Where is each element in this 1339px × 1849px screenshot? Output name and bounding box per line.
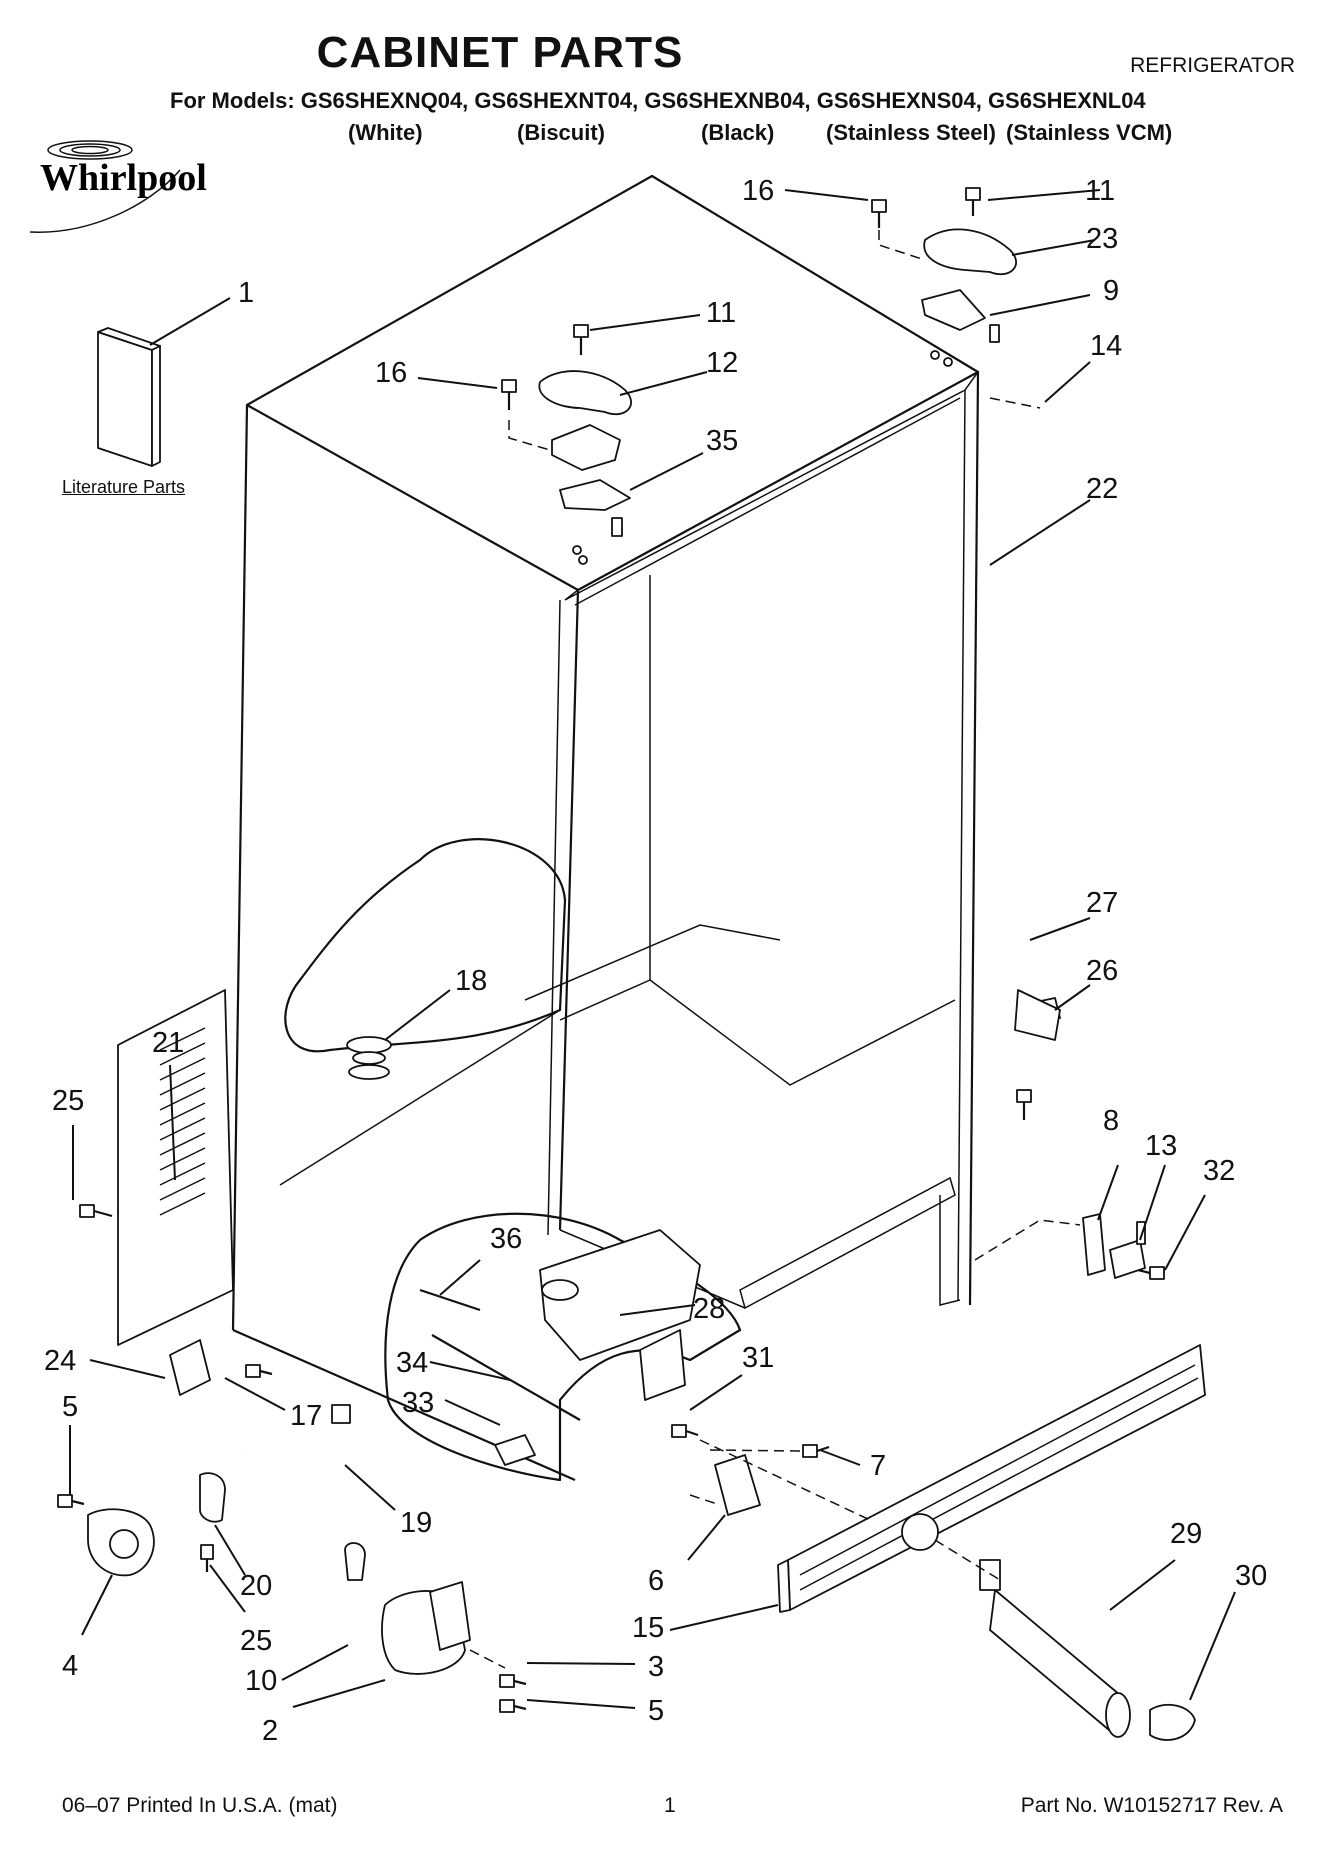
color-biscuit: (Biscuit) bbox=[517, 120, 605, 145]
cabinet-body bbox=[231, 174, 980, 1482]
top-hinge-right bbox=[921, 289, 1000, 367]
page-number: 1 bbox=[664, 1794, 676, 1817]
callout-16b: 16 bbox=[742, 175, 774, 207]
print-info: 06–07 Printed In U.S.A. (mat) bbox=[62, 1794, 338, 1817]
callout-12: 12 bbox=[706, 347, 738, 379]
clamp-6 bbox=[714, 1454, 761, 1516]
product-type: REFRIGERATOR bbox=[1130, 54, 1295, 77]
callout-5a: 5 bbox=[62, 1391, 78, 1423]
top-hinge-cover-left bbox=[538, 370, 632, 415]
whirlpool-logo: Whirlpool bbox=[29, 140, 207, 233]
assembly-lines bbox=[469, 230, 1081, 1669]
callout-29: 29 bbox=[1170, 1518, 1202, 1550]
callout-27: 27 bbox=[1086, 887, 1118, 919]
color-white: (White) bbox=[348, 120, 423, 145]
callout-25b: 25 bbox=[240, 1625, 272, 1657]
toe-grille bbox=[777, 1344, 1206, 1613]
callout-13: 13 bbox=[1145, 1130, 1177, 1162]
bottom-hinge-bracket bbox=[1014, 989, 1061, 1041]
literature-booklet bbox=[97, 327, 161, 467]
cover-bracket bbox=[169, 1339, 211, 1396]
filter-cap bbox=[1149, 1703, 1196, 1741]
color-stainless-steel: (Stainless Steel) bbox=[826, 120, 996, 145]
callout-24: 24 bbox=[44, 1345, 76, 1377]
callout-11a: 11 bbox=[706, 297, 736, 329]
callout-15: 15 bbox=[632, 1612, 664, 1644]
callout-35: 35 bbox=[706, 425, 738, 457]
water-tube-36 bbox=[419, 1288, 481, 1312]
callout-30: 30 bbox=[1235, 1560, 1267, 1592]
callout-3: 3 bbox=[648, 1651, 664, 1683]
top-hinge-cover-right bbox=[923, 228, 1017, 275]
callout-18: 18 bbox=[455, 965, 487, 997]
callout-22: 22 bbox=[1086, 473, 1118, 505]
callout-31: 31 bbox=[742, 1342, 774, 1374]
literature-parts-label: Literature Parts bbox=[62, 477, 186, 497]
leader-lines bbox=[69, 189, 1236, 1709]
left-bottom-hinge bbox=[381, 1581, 471, 1675]
top-hinge-left bbox=[551, 424, 631, 565]
callout-9: 9 bbox=[1103, 275, 1119, 307]
callout-numbers: 1 2 3 4 5 5 6 7 8 9 10 11 11 12 13 14 15… bbox=[44, 175, 1267, 1747]
screws bbox=[57, 187, 1165, 1713]
model-list: For Models: GS6SHEXNQ04, GS6SHEXNT04, GS… bbox=[170, 88, 1146, 113]
tube-clamp bbox=[199, 1472, 226, 1523]
callout-25a: 25 bbox=[52, 1085, 84, 1117]
hinge-pin-cap bbox=[344, 1542, 366, 1581]
callout-34: 34 bbox=[396, 1347, 428, 1379]
callout-33: 33 bbox=[402, 1387, 434, 1419]
callout-20: 20 bbox=[240, 1570, 272, 1602]
part-number: Part No. W10152717 Rev. A bbox=[1020, 1794, 1283, 1817]
leveling-leg bbox=[87, 1508, 155, 1577]
page-title: CABINET PARTS bbox=[316, 28, 684, 77]
water-tube-34 bbox=[431, 1334, 581, 1421]
water-tube bbox=[244, 1404, 351, 1473]
callout-1: 1 bbox=[238, 277, 254, 309]
callout-10: 10 bbox=[245, 1665, 277, 1697]
callout-8: 8 bbox=[1103, 1105, 1119, 1137]
callout-7: 7 bbox=[870, 1450, 886, 1482]
callout-5b: 5 bbox=[648, 1695, 664, 1727]
right-bottom-hinge bbox=[1082, 1213, 1146, 1279]
callout-14: 14 bbox=[1090, 330, 1122, 362]
clip-33 bbox=[494, 1434, 536, 1466]
brand-wordmark: Whirlpool bbox=[40, 157, 207, 199]
callout-17: 17 bbox=[290, 1400, 322, 1432]
callout-36: 36 bbox=[490, 1223, 522, 1255]
callout-16a: 16 bbox=[375, 357, 407, 389]
rear-access-panel bbox=[117, 989, 234, 1346]
callout-26: 26 bbox=[1086, 955, 1118, 987]
water-filter bbox=[979, 1559, 1131, 1738]
callout-32: 32 bbox=[1203, 1155, 1235, 1187]
drain-fitting bbox=[346, 1036, 392, 1080]
callout-19: 19 bbox=[400, 1507, 432, 1539]
callout-28: 28 bbox=[693, 1293, 725, 1325]
callout-2: 2 bbox=[262, 1715, 278, 1747]
color-stainless-vcm: (Stainless VCM) bbox=[1006, 120, 1173, 145]
water-valve bbox=[539, 1229, 701, 1401]
callout-11b: 11 bbox=[1085, 175, 1115, 207]
color-black: (Black) bbox=[701, 120, 775, 145]
callout-4: 4 bbox=[62, 1650, 78, 1682]
callout-23: 23 bbox=[1086, 223, 1118, 255]
callout-21: 21 bbox=[152, 1027, 184, 1059]
callout-6: 6 bbox=[648, 1565, 664, 1597]
